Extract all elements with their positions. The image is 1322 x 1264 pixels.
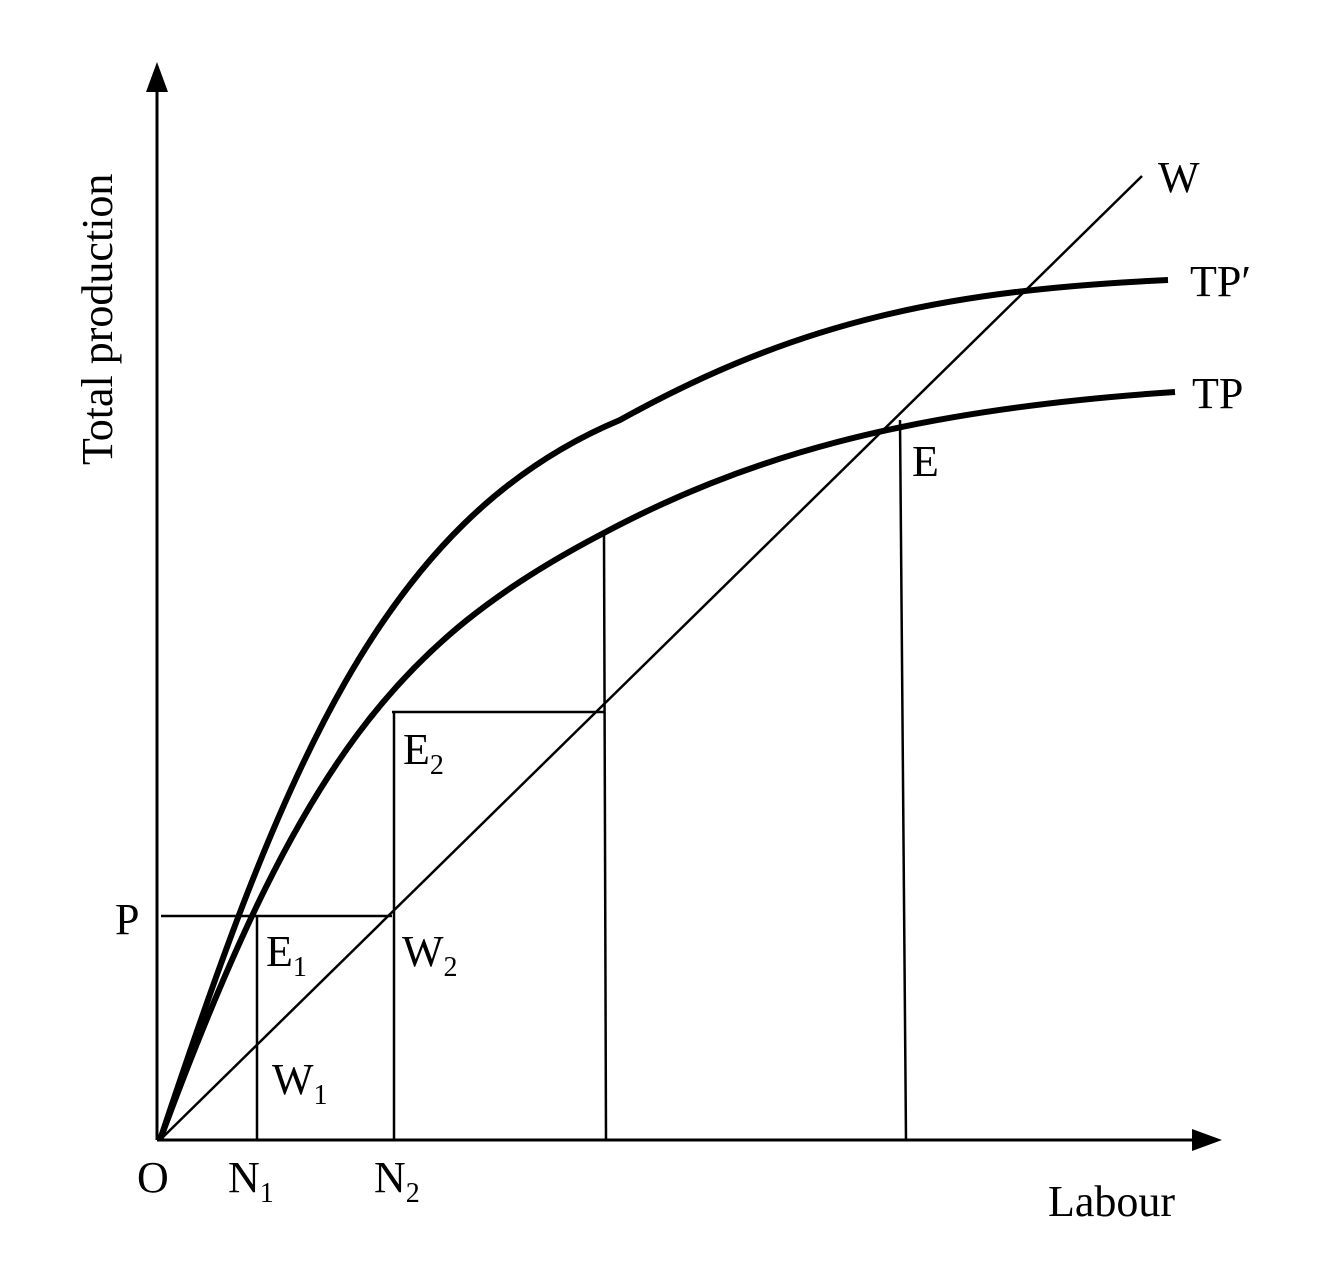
e1-label-main: E bbox=[266, 927, 293, 976]
origin-label: O bbox=[137, 1153, 169, 1202]
y-axis-label: Total production bbox=[73, 174, 122, 465]
tp-prime-curve bbox=[157, 277, 1169, 1141]
x-axis-arrowhead bbox=[1192, 1129, 1222, 1151]
e-label: E bbox=[912, 437, 939, 486]
tp-prime-label: TP′ bbox=[1190, 257, 1251, 306]
e2-label: E2 bbox=[403, 725, 444, 781]
e1-label: E1 bbox=[266, 927, 307, 983]
e2-label-main: E bbox=[403, 725, 430, 774]
w1-label-sub: 1 bbox=[314, 1080, 328, 1111]
w-line-label: W bbox=[1158, 153, 1200, 202]
n1-label-sub: 1 bbox=[260, 1178, 274, 1209]
n1-label-main: N bbox=[228, 1153, 260, 1202]
n2-label-sub: 2 bbox=[406, 1178, 420, 1209]
e1-label-sub: 1 bbox=[293, 952, 307, 983]
mid-guide-line bbox=[602, 534, 608, 1141]
w2-label-main: W bbox=[402, 927, 444, 976]
n2-label-main: N bbox=[374, 1153, 406, 1202]
n1-label: N1 bbox=[228, 1153, 274, 1209]
w2-label: W2 bbox=[402, 927, 458, 983]
y-axis-arrowhead bbox=[146, 62, 168, 92]
e2-label-sub: 2 bbox=[430, 750, 444, 781]
n2-label: N2 bbox=[374, 1153, 420, 1209]
p-label: P bbox=[115, 895, 139, 944]
w2-label-sub: 2 bbox=[444, 952, 458, 983]
w1-label: W1 bbox=[272, 1055, 328, 1111]
w1-label-main: W bbox=[272, 1055, 314, 1104]
w-line bbox=[159, 175, 1143, 1141]
e-guide-line bbox=[898, 419, 908, 1141]
x-axis-label: Labour bbox=[1048, 1177, 1175, 1226]
tp-label: TP bbox=[1192, 369, 1243, 418]
tp-curve bbox=[157, 389, 1176, 1142]
